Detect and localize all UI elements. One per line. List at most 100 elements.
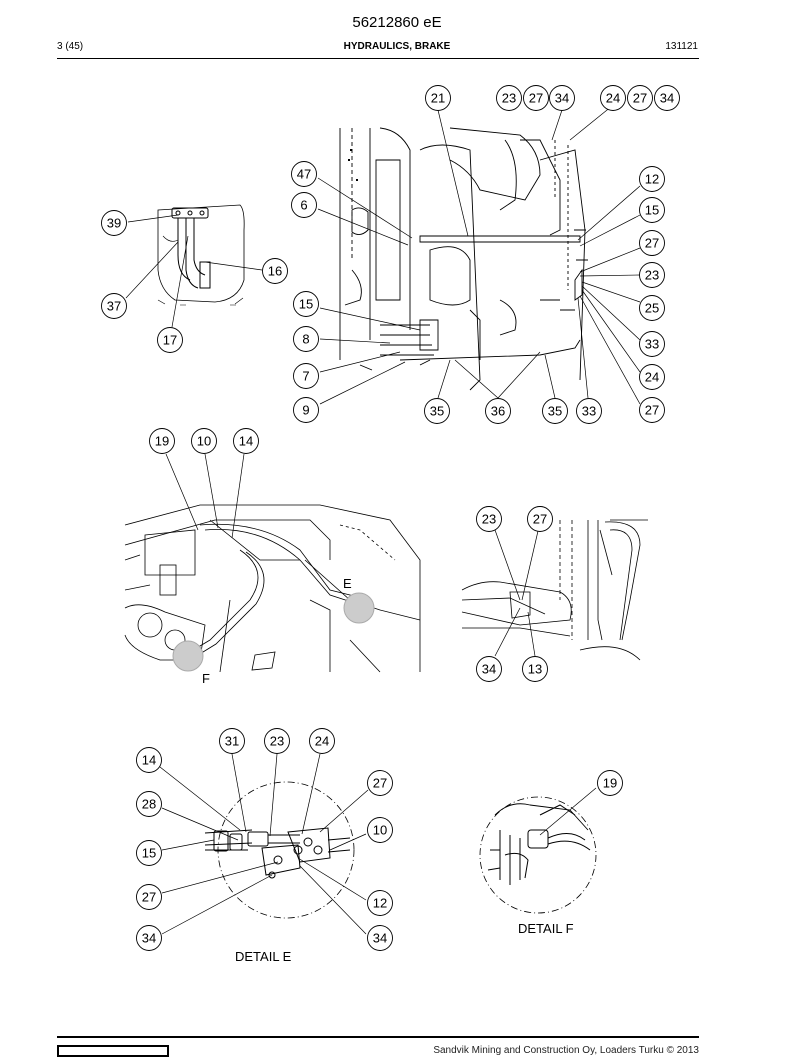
item-number: 31 — [225, 734, 239, 749]
item-number: 28 — [142, 797, 156, 812]
item-number: 14 — [239, 434, 253, 449]
item-balloon: 15 — [136, 840, 162, 866]
item-balloon: 19 — [149, 428, 175, 454]
detail-e-marker — [343, 592, 375, 624]
view-letter-f: F — [202, 671, 210, 686]
item-number: 36 — [491, 404, 505, 419]
item-balloon: 37 — [101, 293, 127, 319]
item-number: 27 — [142, 890, 156, 905]
item-number: 33 — [582, 404, 596, 419]
item-balloon: 27 — [136, 884, 162, 910]
item-balloon: 34 — [476, 656, 502, 682]
item-balloon: 27 — [639, 397, 665, 423]
item-balloon: 34 — [367, 925, 393, 951]
item-number: 27 — [529, 91, 543, 106]
item-number: 35 — [548, 404, 562, 419]
item-balloon: 27 — [639, 230, 665, 256]
item-balloon: 19 — [597, 770, 623, 796]
item-number: 21 — [431, 91, 445, 106]
item-number: 14 — [142, 753, 156, 768]
item-balloon: 24 — [639, 364, 665, 390]
item-balloon: 47 — [291, 161, 317, 187]
item-balloon: 7 — [293, 363, 319, 389]
detail-e-drawing — [204, 781, 355, 919]
item-balloon: 39 — [101, 210, 127, 236]
item-number: 7 — [302, 369, 309, 384]
item-number: 47 — [297, 167, 311, 182]
detail-f-marker — [172, 640, 204, 672]
item-balloon: 24 — [309, 728, 335, 754]
item-number: 24 — [606, 91, 620, 106]
item-number: 16 — [268, 264, 282, 279]
detail-f-caption: DETAIL F — [518, 921, 574, 936]
item-number: 35 — [430, 404, 444, 419]
item-number: 25 — [645, 301, 659, 316]
item-balloon: 34 — [549, 85, 575, 111]
item-balloon: 27 — [367, 770, 393, 796]
item-number: 13 — [528, 662, 542, 677]
item-balloon: 36 — [485, 398, 511, 424]
item-balloon: 34 — [654, 85, 680, 111]
item-balloon: 23 — [639, 262, 665, 288]
item-balloon: 35 — [424, 398, 450, 424]
item-number: 34 — [142, 931, 156, 946]
item-balloon: 14 — [136, 747, 162, 773]
item-number: 15 — [142, 846, 156, 861]
item-balloon: 33 — [639, 331, 665, 357]
leader-lines — [125, 105, 641, 935]
item-number: 8 — [302, 332, 309, 347]
item-number: 23 — [502, 91, 516, 106]
item-number: 37 — [107, 299, 121, 314]
item-balloon: 34 — [136, 925, 162, 951]
item-number: 27 — [633, 91, 647, 106]
item-balloon: 12 — [367, 890, 393, 916]
item-number: 34 — [373, 931, 387, 946]
item-number: 15 — [645, 203, 659, 218]
item-balloon: 35 — [542, 398, 568, 424]
item-balloons: 21 23 27 34 24 27 34 47 6 12 15 27 23 25 15 8 33 7 24 9 35 36… — [101, 85, 680, 951]
footer-copyright: Sandvik Mining and Construction Oy, Load… — [433, 1045, 699, 1056]
side-view-drawing — [461, 519, 648, 661]
item-number: 9 — [302, 403, 309, 418]
item-number: 19 — [155, 434, 169, 449]
chassis-view-drawing — [124, 504, 421, 673]
item-number: 17 — [163, 333, 177, 348]
item-balloon: 10 — [191, 428, 217, 454]
item-balloon: 9 — [293, 397, 319, 423]
item-balloon: 21 — [425, 85, 451, 111]
item-balloon: 14 — [233, 428, 259, 454]
item-number: 23 — [270, 734, 284, 749]
detail-f-drawing — [479, 796, 597, 914]
item-balloon: 27 — [627, 85, 653, 111]
item-balloon: 6 — [291, 192, 317, 218]
main-view-drawing — [339, 127, 588, 391]
item-balloon: 23 — [496, 85, 522, 111]
header-rule — [57, 58, 699, 59]
document-number: 56212860 eE — [352, 14, 442, 31]
item-number: 10 — [197, 434, 211, 449]
item-number: 10 — [373, 823, 387, 838]
item-balloon: 17 — [157, 327, 183, 353]
item-number: 34 — [555, 91, 569, 106]
item-balloon: 23 — [476, 506, 502, 532]
item-number: 34 — [482, 662, 496, 677]
item-number: 6 — [300, 198, 307, 213]
item-number: 27 — [645, 236, 659, 251]
item-number: 27 — [645, 403, 659, 418]
item-balloon: 13 — [522, 656, 548, 682]
item-number: 34 — [660, 91, 674, 106]
item-number: 39 — [107, 216, 121, 231]
detail-e-caption: DETAIL E — [235, 949, 292, 964]
item-number: 12 — [373, 896, 387, 911]
item-number: 24 — [645, 370, 659, 385]
item-number: 27 — [533, 512, 547, 527]
item-balloon: 33 — [576, 398, 602, 424]
item-number: 23 — [645, 268, 659, 283]
item-number: 27 — [373, 776, 387, 791]
item-number: 12 — [645, 172, 659, 187]
date-code: 131121 — [665, 41, 698, 52]
inset-pedal-drawing — [157, 204, 245, 306]
footer-rule — [57, 1036, 699, 1038]
item-number: 19 — [603, 776, 617, 791]
